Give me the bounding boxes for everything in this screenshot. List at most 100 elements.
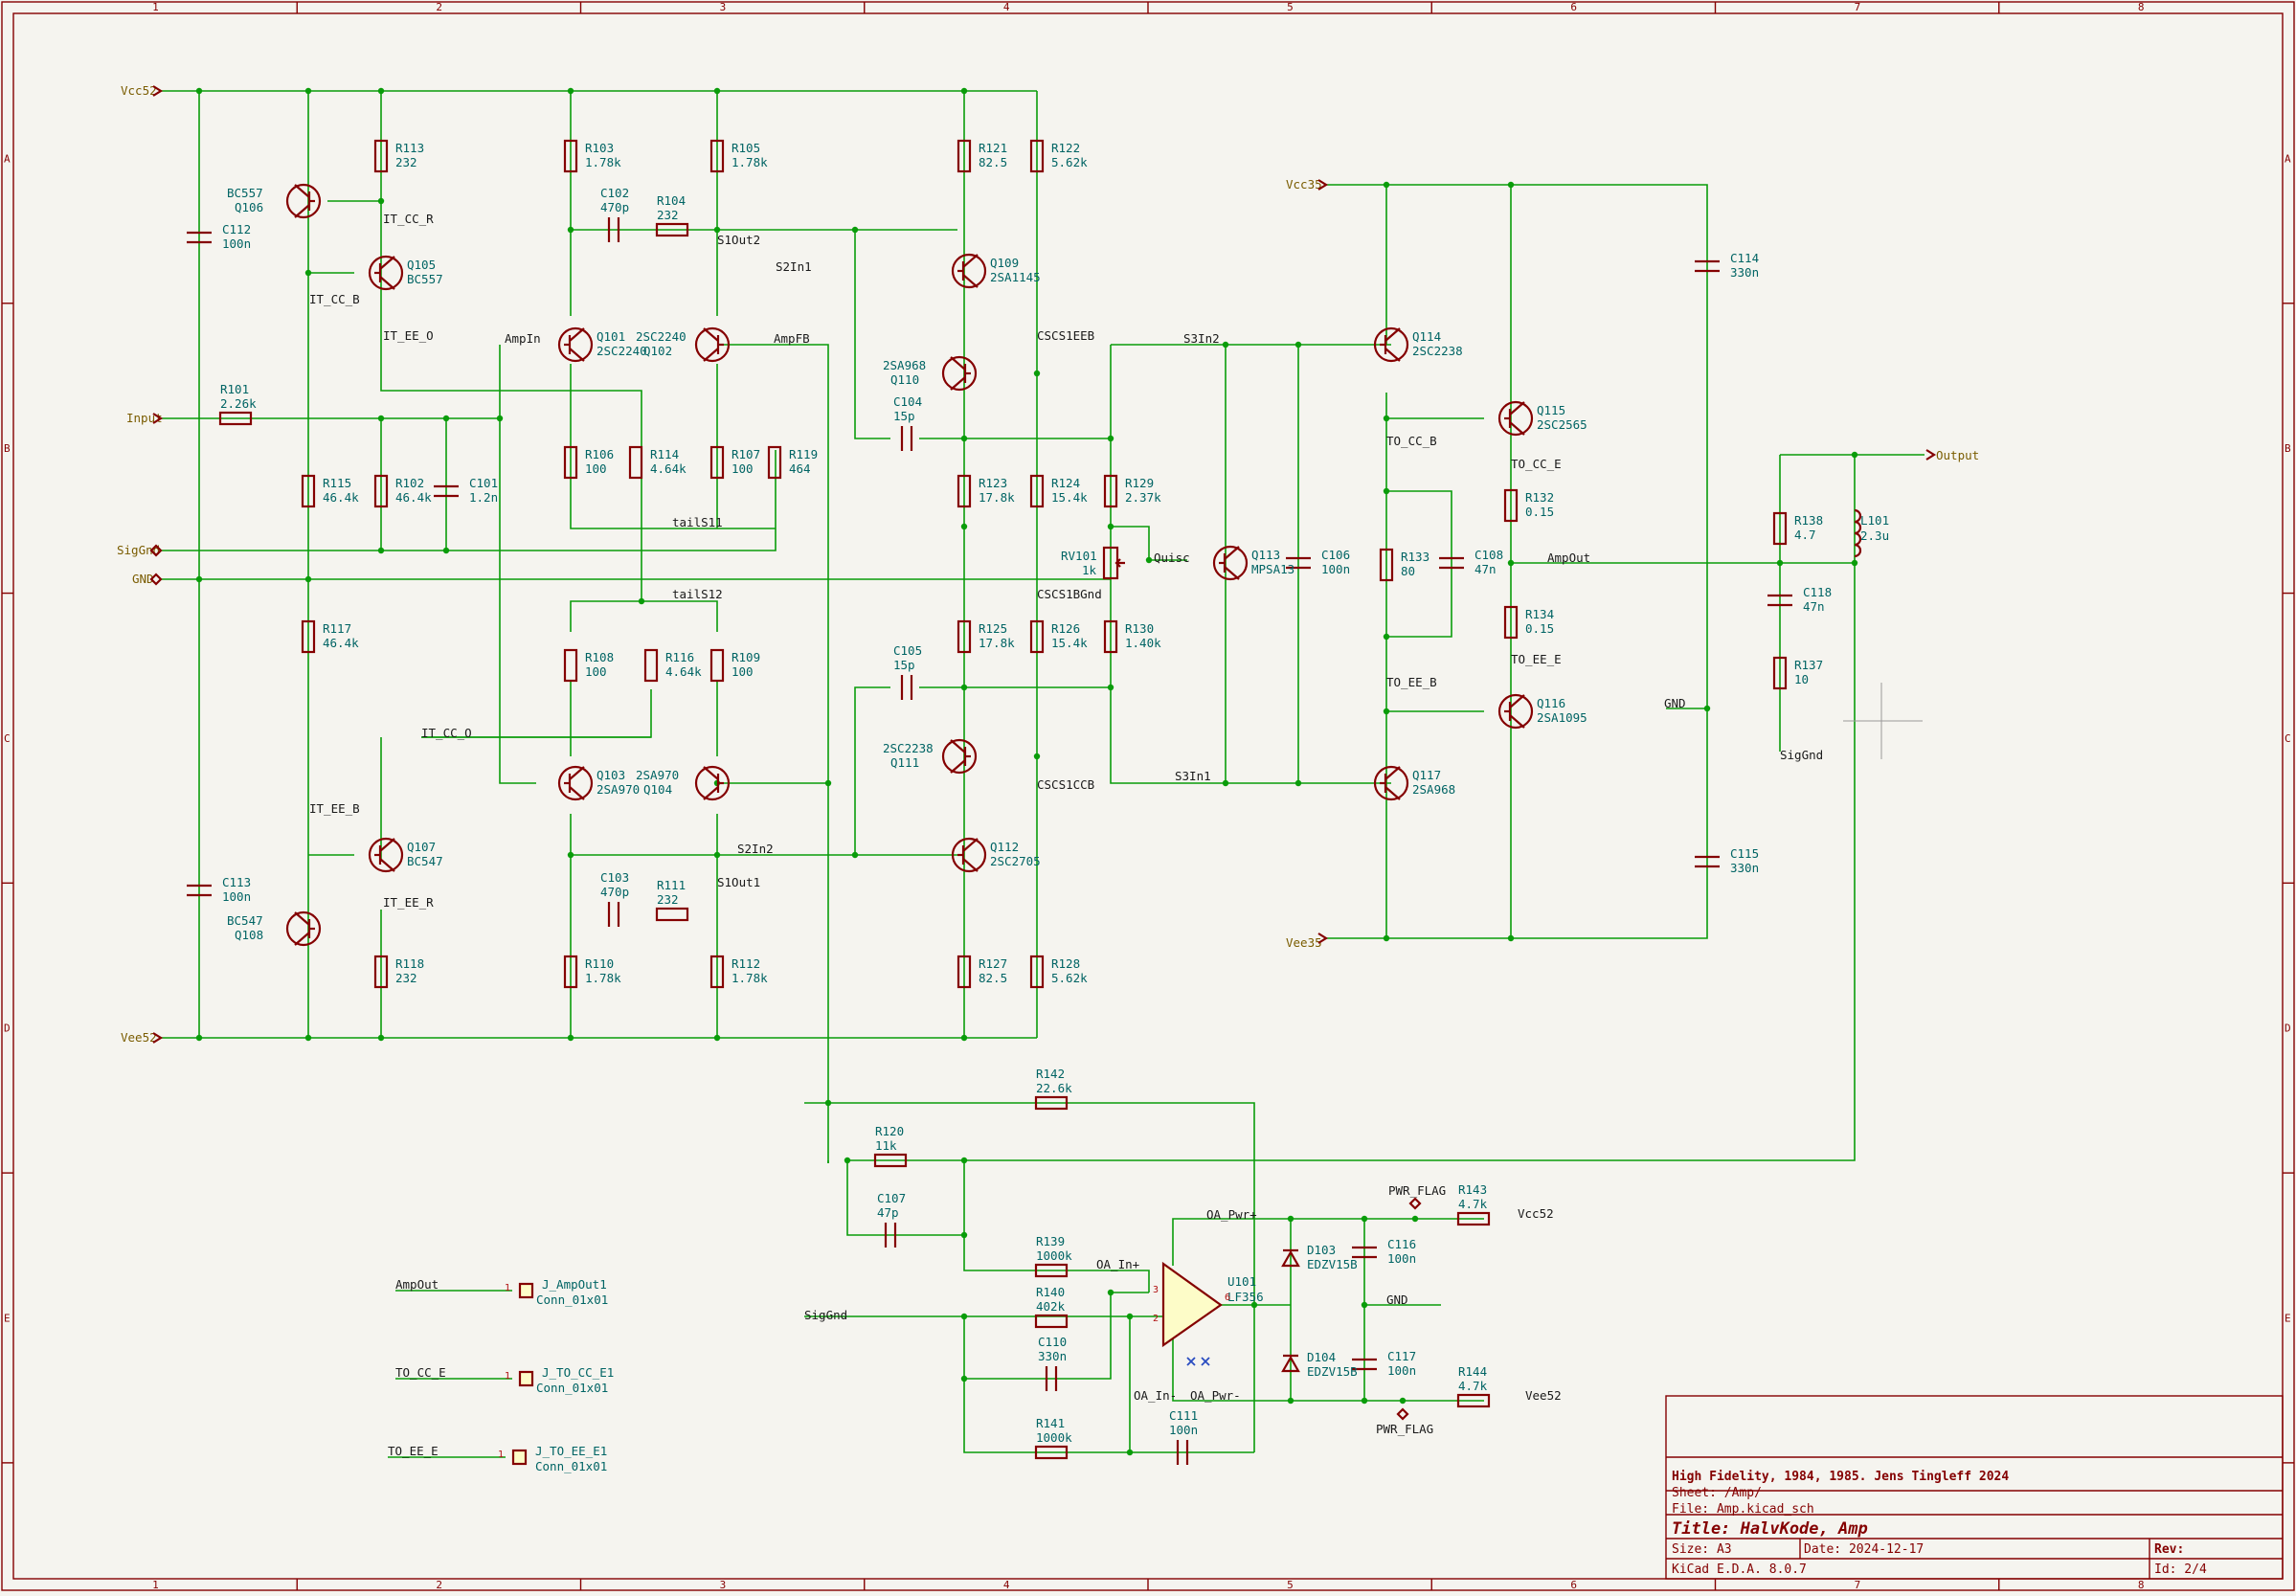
c117-value: 100n xyxy=(1387,1363,1416,1378)
zener-d104[interactable]: D104 EDZV15B xyxy=(1281,1350,1358,1379)
c107-ref: C107 xyxy=(877,1191,906,1205)
connector-j-to-ee-e[interactable]: 1 J_TO_EE_E1 Conn_01x01 xyxy=(498,1444,607,1473)
opamp-u101[interactable]: U101 LF356 3 2 6 xyxy=(1153,1261,1264,1366)
r127-value: 82.5 xyxy=(979,971,1007,985)
net-it-ee-o: IT_EE_O xyxy=(383,328,434,343)
r130-value: 1.40k xyxy=(1125,636,1161,650)
border-col-4-bottom: 4 xyxy=(1003,1579,1010,1591)
port-vee52: Vee52 xyxy=(121,1030,157,1045)
connector-j-to-cc-e[interactable]: 1 J_TO_CC_E1 Conn_01x01 xyxy=(505,1365,614,1395)
zener-d103[interactable]: D103 EDZV15B xyxy=(1281,1243,1358,1271)
r144-ref: R144 xyxy=(1458,1364,1487,1379)
inductor-l101[interactable]: L101 2.3u xyxy=(1854,508,1889,558)
q117-ref: Q117 xyxy=(1412,768,1441,782)
c113-ref: C113 xyxy=(222,875,251,889)
net-to-ee-e: TO_EE_E xyxy=(1511,652,1562,666)
r107-ref: R107 xyxy=(732,447,760,461)
label-siggnd-fb: SigGnd xyxy=(804,1308,847,1322)
net-s1out1: S1Out1 xyxy=(717,875,760,889)
pwr-flag-bottom: PWR_FLAG xyxy=(1376,1422,1433,1436)
c106-value: 100n xyxy=(1321,562,1350,576)
pot-rv101[interactable]: RV101 1k xyxy=(1061,546,1125,580)
connector-j-ampout[interactable]: 1 J_AmpOut1 Conn_01x01 xyxy=(505,1277,608,1307)
r110-value: 1.78k xyxy=(585,971,621,985)
